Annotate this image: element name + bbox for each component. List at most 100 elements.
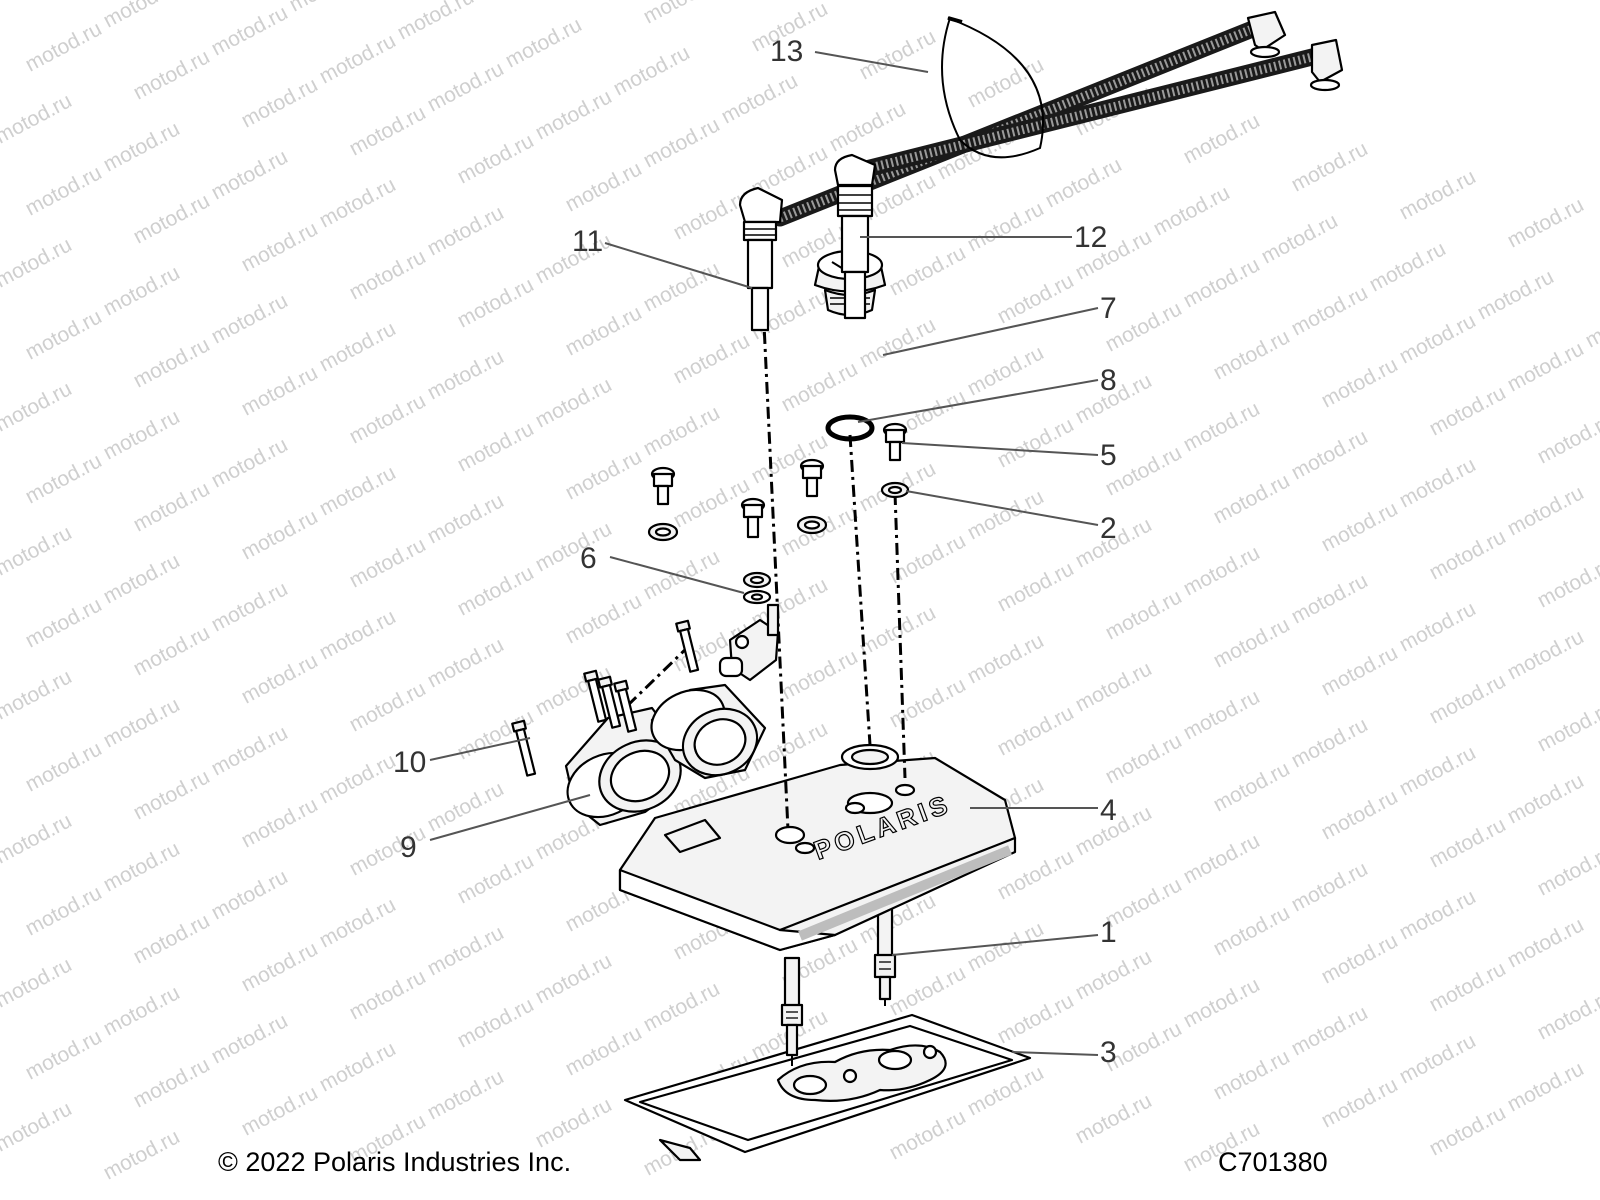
watermark-text: motod.ru bbox=[886, 241, 970, 300]
watermark-text: motod.ru bbox=[1396, 453, 1480, 512]
watermark-text: motod.ru bbox=[1396, 1029, 1480, 1088]
watermark-text: motod.ru bbox=[1504, 769, 1588, 828]
watermark-text: motod.ru bbox=[424, 1065, 508, 1124]
watermark-text: motod.ru bbox=[100, 981, 184, 1040]
watermark-text: motod.ru bbox=[856, 25, 940, 84]
watermark-text: motod.ru bbox=[1534, 841, 1600, 900]
watermark-text: motod.ru bbox=[1180, 109, 1264, 168]
watermark-text: motod.ru bbox=[1072, 1089, 1156, 1148]
watermark-text: motod.ru bbox=[316, 461, 400, 520]
figure-id: C701380 bbox=[1218, 1147, 1328, 1177]
watermark-text: motod.ru bbox=[994, 557, 1078, 616]
watermark-text: motod.ru bbox=[562, 157, 646, 216]
watermark-text: motod.ru bbox=[238, 793, 322, 852]
watermark-text: motod.ru bbox=[1072, 945, 1156, 1004]
callout-10: 10 bbox=[393, 746, 426, 779]
watermark-text: motod.ru bbox=[100, 405, 184, 464]
watermark-text: motod.ru bbox=[1180, 397, 1264, 456]
watermark-text: motod.ru bbox=[964, 629, 1048, 688]
watermark-text: motod.ru bbox=[1426, 1101, 1510, 1160]
watermark-text: motod.ru bbox=[1180, 973, 1264, 1032]
watermark-text: motod.ru bbox=[0, 521, 76, 580]
watermark-text: motod.ru bbox=[286, 0, 370, 16]
watermark-text: motod.ru bbox=[22, 161, 106, 220]
watermark-text: motod.ru bbox=[1210, 757, 1294, 816]
watermark-text: motod.ru bbox=[1288, 713, 1372, 772]
watermark-text: motod.ru bbox=[1366, 237, 1450, 296]
watermark-text: motod.ru bbox=[208, 145, 292, 204]
watermark-text: motod.ru bbox=[1210, 325, 1294, 384]
watermark-text: motod.ru bbox=[424, 57, 508, 116]
watermark-text: motod.ru bbox=[0, 953, 76, 1012]
watermark-text: motod.ru bbox=[1180, 685, 1264, 744]
watermark-text: motod.ru bbox=[1534, 553, 1600, 612]
watermark-text: motod.ru bbox=[964, 197, 1048, 256]
watermark-text: motod.ru bbox=[1210, 613, 1294, 672]
watermark-text: motod.ru bbox=[1102, 729, 1186, 788]
callout-3: 3 bbox=[1100, 1036, 1117, 1069]
watermark-text: motod.ru bbox=[1474, 265, 1558, 324]
watermark-text: motod.ru bbox=[1582, 293, 1600, 352]
watermark-text: motod.ru bbox=[22, 1025, 106, 1084]
watermark-text: motod.ru bbox=[454, 993, 538, 1052]
watermark-text: motod.ru bbox=[208, 433, 292, 492]
watermark-text: motod.ru bbox=[640, 977, 724, 1036]
spark-plug-right bbox=[873, 906, 897, 1006]
watermark-text: motod.ru bbox=[394, 0, 478, 44]
watermark-text: motod.ru bbox=[640, 0, 724, 28]
watermark-text: motod.ru bbox=[1534, 697, 1600, 756]
watermark-text: motod.ru bbox=[316, 893, 400, 952]
watermark-text: motod.ru bbox=[424, 921, 508, 980]
watermark-text: motod.ru bbox=[0, 665, 76, 724]
watermark-text: motod.ru bbox=[886, 673, 970, 732]
watermark-text: motod.ru bbox=[0, 89, 76, 148]
watermark-text: motod.ru bbox=[670, 329, 754, 388]
watermark-text: motod.ru bbox=[0, 809, 76, 868]
assembly-lines bbox=[623, 281, 907, 831]
watermark-text: motod.ru bbox=[1396, 885, 1480, 944]
callout-12: 12 bbox=[1074, 221, 1107, 254]
watermark-text: motod.ru bbox=[1504, 1057, 1588, 1116]
watermark-text: motod.ru bbox=[100, 0, 184, 32]
watermark-text: motod.ru bbox=[1258, 209, 1342, 268]
intake-boots bbox=[564, 683, 767, 827]
watermark-text: motod.ru bbox=[1288, 857, 1372, 916]
watermark-text: motod.ru bbox=[1042, 153, 1126, 212]
watermark-text: motod.ru bbox=[640, 401, 724, 460]
watermark-text: motod.ru bbox=[1504, 193, 1588, 252]
watermark-text: motod.ru bbox=[1102, 585, 1186, 644]
watermark-text: motod.ru bbox=[1210, 1045, 1294, 1104]
watermark-text: motod.ru bbox=[130, 477, 214, 536]
watermark-text: motod.ru bbox=[346, 965, 430, 1024]
callout-11: 11 bbox=[572, 225, 603, 258]
watermark-text: motod.ru bbox=[130, 621, 214, 680]
watermark-text: motod.ru bbox=[562, 301, 646, 360]
watermark-text: motod.ru bbox=[22, 881, 106, 940]
watermark-text: motod.ru bbox=[130, 333, 214, 392]
watermark-text: motod.ru bbox=[778, 357, 862, 416]
watermark-text: motod.ru bbox=[1426, 381, 1510, 440]
coil-boot-11 bbox=[742, 220, 778, 332]
watermark-text: motod.ru bbox=[778, 645, 862, 704]
callout-4: 4 bbox=[1100, 794, 1117, 827]
watermark-text: motod.ru bbox=[424, 201, 508, 260]
watermark-text: motod.ru bbox=[1534, 409, 1600, 468]
watermark-text: motod.ru bbox=[886, 961, 970, 1020]
watermark-text: motod.ru bbox=[346, 101, 430, 160]
watermark-text: motod.ru bbox=[0, 0, 76, 4]
watermark-text: motod.ru bbox=[532, 373, 616, 432]
watermark-text: motod.ru bbox=[562, 1021, 646, 1080]
watermark-text: motod.ru bbox=[502, 13, 586, 72]
watermark-text: motod.ru bbox=[238, 505, 322, 564]
watermark-text: motod.ru bbox=[1288, 281, 1372, 340]
watermark-text: motod.ru bbox=[1504, 625, 1588, 684]
watermark-text: motod.ru bbox=[532, 85, 616, 144]
watermark-text: motod.ru bbox=[316, 605, 400, 664]
watermark-text: motod.ru bbox=[532, 949, 616, 1008]
watermark-text: motod.ru bbox=[1396, 309, 1480, 368]
watermark-text: motod.ru bbox=[454, 561, 538, 620]
watermark-text: motod.ru bbox=[238, 1081, 322, 1140]
callout-9: 9 bbox=[400, 831, 417, 864]
callout-13: 13 bbox=[770, 35, 803, 68]
